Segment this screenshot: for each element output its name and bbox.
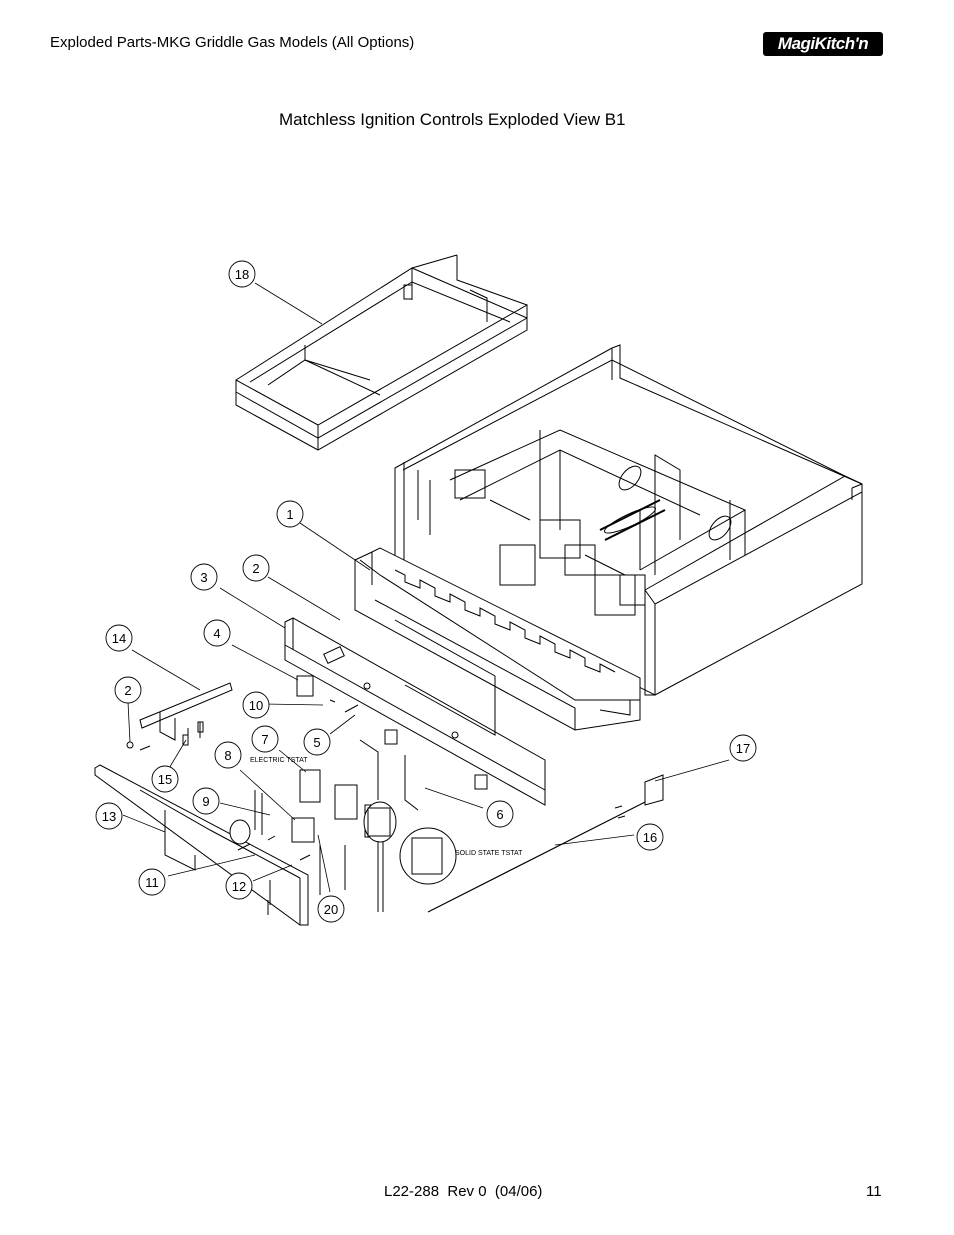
callout-8: 8 (224, 748, 231, 763)
callout-14: 14 (112, 631, 126, 646)
callout-11: 11 (145, 875, 159, 890)
part-18-tray (235, 254, 528, 451)
callout-18: 18 (235, 267, 249, 282)
callout-4: 4 (213, 626, 220, 641)
callout-2: 2 (252, 561, 259, 576)
part-1-manifold-panel (354, 547, 641, 731)
logo-text: MagiKitch'n (777, 34, 869, 53)
callout-10: 10 (249, 698, 263, 713)
callout-3: 3 (200, 570, 207, 585)
part-13-lower-bar (94, 764, 309, 926)
header-title: Exploded Parts-MKG Griddle Gas Models (A… (50, 34, 415, 51)
callout-16: 16 (643, 830, 657, 845)
callout-5: 5 (313, 735, 320, 750)
electric-tstat-label: ELECTRIC TSTAT (250, 757, 308, 764)
callout-12: 12 (232, 879, 246, 894)
brand-logo: MagiKitch'n (763, 32, 883, 56)
footer-page-number: 11 (866, 1183, 882, 1200)
solid-state-tstat-label: SOLID STATE TSTAT (455, 850, 523, 857)
part-16-17-probe (427, 774, 664, 913)
callout-6: 6 (496, 807, 503, 822)
callout-numbers: 18 1 2 3 14 4 2 10 7 5 8 15 9 13 11 12 2… (102, 267, 750, 917)
page-heading: Matchless Ignition Controls Exploded Vie… (279, 110, 626, 129)
callout-circles (95, 260, 757, 923)
footer-doc-id: L22-288 Rev 0 (04/06) (384, 1183, 543, 1200)
callout-9: 9 (202, 794, 209, 809)
leader-lines (122, 282, 730, 893)
part-14-bracket (139, 682, 233, 746)
callout-7: 7 (261, 732, 268, 747)
callout-2b: 2 (124, 683, 131, 698)
small-parts (126, 646, 488, 915)
callout-20: 20 (324, 902, 338, 917)
callout-17: 17 (736, 741, 750, 756)
part-3-front-bar (284, 617, 546, 806)
callout-13: 13 (102, 809, 116, 824)
callout-1: 1 (286, 507, 293, 522)
callout-15: 15 (158, 772, 172, 787)
